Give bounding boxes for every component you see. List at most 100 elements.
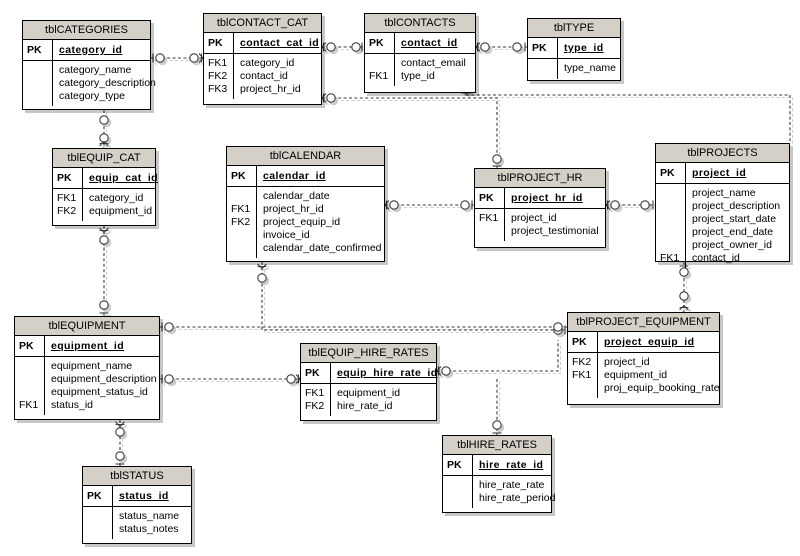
pk-field-name: category_id <box>59 44 123 56</box>
foreign-key-label: FK2 <box>57 205 77 217</box>
rel-calendar-projectequip <box>257 262 567 335</box>
pk-field-cell: contact_cat_id <box>234 33 325 53</box>
attribute-name: type_name <box>564 62 616 74</box>
entity-title: tblPROJECT_EQUIPMENT <box>568 313 719 332</box>
attribute-name: invoice_id <box>263 229 310 241</box>
pk-field-name: type_id <box>564 42 604 54</box>
foreign-key-column: FK1 <box>475 209 505 241</box>
foreign-key-label: FK1 <box>231 203 251 215</box>
pk-field-name: equip_hire_rate_id <box>337 367 438 379</box>
foreign-key-label: FK1 <box>660 252 680 264</box>
attribute-name: project_start_date <box>692 213 777 225</box>
primary-key-row: PK calendar_id <box>227 166 384 187</box>
foreign-key-column <box>528 59 558 79</box>
foreign-key-label: FK1 <box>57 192 77 204</box>
attribute-name: category_id <box>240 57 295 69</box>
foreign-key-label: FK2 <box>305 400 325 412</box>
attribute-name: equipment_status_id <box>51 386 148 398</box>
attribute-name: calendar_date <box>263 190 330 202</box>
attribute-name: contact_email <box>401 57 466 69</box>
pk-label: PK <box>528 38 558 58</box>
pk-label: PK <box>443 455 473 475</box>
pk-field-name: equip_cat_id <box>89 172 158 184</box>
rel-contacts-projects <box>461 84 791 143</box>
attribute-name: equipment_description <box>51 373 157 385</box>
pk-field-name: status_id <box>119 490 169 502</box>
pk-field-name: contact_cat_id <box>240 37 320 49</box>
foreign-key-label: FK2 <box>572 356 592 368</box>
entity-title: tblCALENDAR <box>227 147 384 166</box>
foreign-key-label: FK1 <box>208 57 228 69</box>
attribute-name: project_equip_id <box>263 216 341 228</box>
pk-field-name: calendar_id <box>263 170 326 182</box>
rel-equiphirerates-hirerates <box>492 379 502 435</box>
attribute-name: hire_rate_id <box>337 400 393 412</box>
attribute-name: calendar_date_confirmed <box>263 242 382 254</box>
pk-field-cell: equipment_id <box>45 336 159 356</box>
rel-equipment-projectequip <box>160 322 567 332</box>
attribute-name: project_testimonial <box>511 225 599 237</box>
primary-key-row: PK category_id <box>23 40 150 61</box>
entity-title: tblHIRE_RATES <box>443 436 551 455</box>
foreign-key-label: FK2 <box>208 70 228 82</box>
entity-title: tblTYPE <box>528 19 620 38</box>
foreign-key-column: FK1 <box>656 184 686 268</box>
foreign-key-column: FK1 <box>15 357 45 415</box>
attribute-name: status_notes <box>119 523 179 535</box>
attribute-name: contact_id <box>692 252 740 264</box>
rel-equipment-equiphirerates <box>160 374 301 384</box>
pk-label: PK <box>23 40 53 60</box>
entity-title: tblCATEGORIES <box>23 21 150 40</box>
pk-field-cell: type_id <box>558 38 620 58</box>
foreign-key-column <box>23 61 53 106</box>
pk-field-cell: project_equip_id <box>598 332 719 352</box>
pk-field-cell: equip_hire_rate_id <box>331 363 444 383</box>
attribute-name: project_id <box>511 212 557 224</box>
entity-title: tblEQUIP_CAT <box>53 149 155 168</box>
foreign-key-label: FK2 <box>231 216 251 228</box>
foreign-key-label: FK1 <box>572 369 592 381</box>
rel-projects-projectequip <box>679 262 689 312</box>
entity-title: tblCONTACTS <box>365 14 475 33</box>
attribute-name: project_hr_id <box>240 83 301 95</box>
pk-label: PK <box>365 33 395 53</box>
foreign-key-column <box>443 476 473 508</box>
rel-projecthr-projects <box>605 200 655 210</box>
foreign-key-label: FK1 <box>305 387 325 399</box>
pk-field-cell: project_id <box>686 163 789 183</box>
entity-title: tblCONTACT_CAT <box>204 14 321 33</box>
foreign-key-label: FK3 <box>208 83 228 95</box>
foreign-key-column: FK1 <box>365 54 395 86</box>
pk-field-name: equipment_id <box>51 340 125 352</box>
attribute-name: project_description <box>692 200 781 212</box>
primary-key-row: PK type_id <box>528 38 620 59</box>
pk-label: PK <box>227 166 257 186</box>
foreign-key-label: FK1 <box>479 212 499 224</box>
